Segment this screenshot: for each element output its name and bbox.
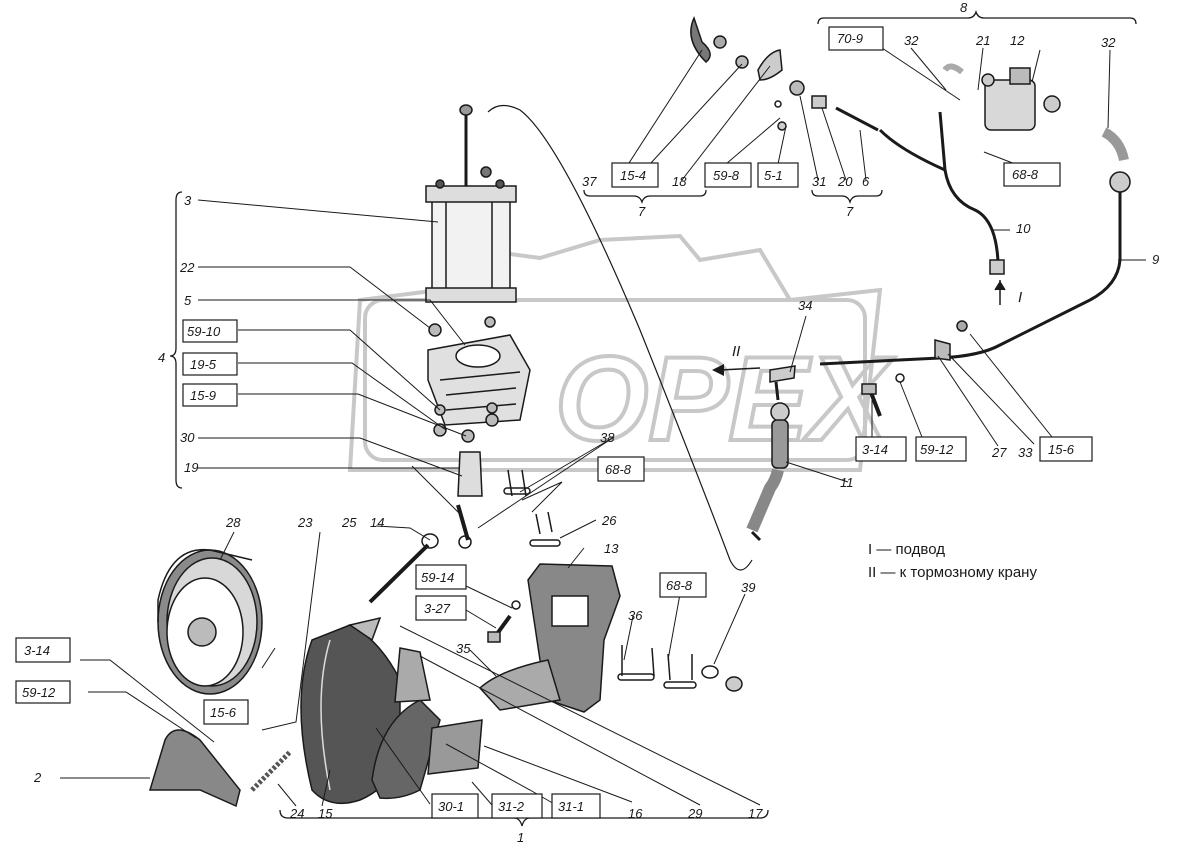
clevis [456,451,483,549]
legend-line-2: II — к тормозному крану [868,564,1037,581]
box-15-9: 15-9 [190,388,216,403]
brake-chamber [425,104,517,303]
box-31-2: 31-2 [498,799,525,814]
label-14: 14 [370,515,384,530]
label-25: 25 [341,515,357,530]
arrow-label-II: II [732,343,740,360]
box-68-8c: 68-8 [666,578,693,593]
label-34: 34 [798,298,812,313]
box-19-5: 19-5 [190,357,217,372]
boxed-labels [15,26,1093,819]
label-32b: 32 [1101,35,1116,50]
brace-1 [279,809,769,827]
label-38: 38 [600,430,615,445]
brace-4 [169,191,183,489]
part-37 [690,15,711,64]
brace-7b [811,189,883,205]
label-27: 27 [991,445,1007,460]
label-30: 30 [180,430,195,445]
support-13 [478,563,621,713]
label-32a: 32 [904,33,919,48]
box-15-6b: 15-6 [1048,442,1075,457]
box-68-8b: 68-8 [605,462,632,477]
brake-valve [942,63,1061,131]
brake-drum [157,548,263,695]
label-5: 5 [184,293,192,308]
box-15-6a: 15-6 [210,705,237,720]
label-28: 28 [225,515,241,530]
label-35: 35 [456,641,471,656]
label-3: 3 [184,193,192,208]
legend-line-1: I — подвод [868,541,945,558]
arrow-label-I: I [1018,289,1022,306]
label-2: 2 [33,770,42,785]
lever-2 [148,729,241,808]
label-4: 4 [158,350,165,365]
box-59-8: 59-8 [713,168,740,183]
arrow-II [712,364,761,376]
label-12: 12 [1010,33,1025,48]
watermark-text: OPEX [555,332,895,466]
label-7b: 7 [846,204,854,219]
box-3-14a: 3-14 [24,643,50,658]
label-20: 20 [837,174,853,189]
label-17: 17 [748,806,763,821]
label-29: 29 [687,806,702,821]
brace-7a [583,189,707,205]
pipe-9 [819,190,1122,366]
label-15: 15 [318,806,333,821]
hose [746,365,796,542]
label-21: 21 [975,33,990,48]
cotter-pins [503,469,561,547]
box-3-14b: 3-14 [862,442,888,457]
label-18: 18 [672,174,687,189]
group-braces [169,9,1137,827]
label-1: 1 [517,830,524,845]
box-5-1: 5-1 [764,168,783,183]
label-39: 39 [741,580,755,595]
box-15-4: 15-4 [620,168,646,183]
legend: I — подвод II — к тормозному крану [868,538,1037,584]
label-31: 31 [812,174,826,189]
box-59-12a: 59-12 [22,685,56,700]
label-10: 10 [1016,221,1031,236]
label-11: 11 [840,475,854,490]
label-6: 6 [862,174,870,189]
box-70-9: 70-9 [837,31,863,46]
bolt-14 [368,543,430,604]
box-31-1: 31-1 [558,799,584,814]
box-3-27: 3-27 [424,601,451,616]
brace-8 [817,9,1137,25]
label-7a: 7 [638,204,646,219]
box-59-12b: 59-12 [920,442,954,457]
label-26: 26 [601,513,617,528]
brake-shoe [300,616,441,805]
box-59-10: 59-10 [187,324,221,339]
spring [250,750,292,792]
label-9: 9 [1152,252,1159,267]
box-68-8a: 68-8 [1012,167,1039,182]
label-22: 22 [179,260,195,275]
box-30-1: 30-1 [438,799,464,814]
label-33: 33 [1018,445,1033,460]
label-texts: 8 70-9 32 21 12 32 15-4 59-8 5-1 68-8 37… [22,0,1159,845]
box-59-14: 59-14 [421,570,454,585]
brake-line [487,104,753,571]
label-23: 23 [297,515,313,530]
label-13: 13 [604,541,619,556]
label-19: 19 [184,460,198,475]
label-24: 24 [289,806,304,821]
label-37: 37 [582,174,597,189]
label-8: 8 [960,0,968,15]
lining-plate [427,719,483,775]
label-36: 36 [628,608,643,623]
pins-36 [621,645,693,681]
parts [148,15,1131,808]
label-16: 16 [628,806,643,821]
chamber-bracket [427,316,531,443]
pipe-10 [938,111,1000,263]
